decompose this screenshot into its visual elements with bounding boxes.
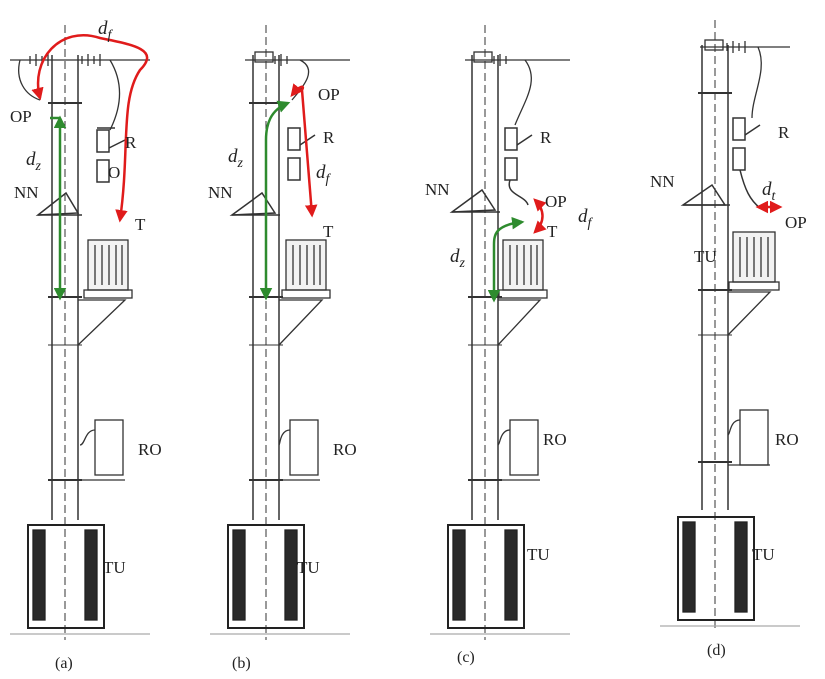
- ro-label: RO: [333, 440, 357, 459]
- ground-path-c: [487, 216, 525, 303]
- fault-path-a: [31, 34, 149, 223]
- disconnector: [732, 117, 761, 209]
- o-label: O: [108, 163, 120, 182]
- r-label: R: [778, 123, 790, 142]
- caption-d: (d): [707, 642, 726, 659]
- t-label: T: [135, 215, 146, 234]
- op-label: OP: [785, 213, 807, 232]
- ground-path-b: [259, 100, 291, 301]
- pole: [698, 20, 732, 630]
- transformer: [77, 239, 133, 346]
- lv-cabinet: [497, 419, 540, 481]
- fault-path-c: [533, 198, 547, 234]
- op-label: OP: [318, 85, 340, 104]
- df-label: df: [578, 206, 594, 231]
- nn-label: NN: [208, 183, 233, 202]
- panel-c: R NN OP df T dz RO TU (c): [425, 25, 594, 666]
- dt-label: dt: [762, 179, 777, 204]
- ro-label: RO: [138, 440, 162, 459]
- nn-label: NN: [425, 180, 450, 199]
- r-label: R: [125, 133, 137, 152]
- caption-a: (a): [55, 655, 73, 672]
- panel-b: OP R dz df NN T RO TU (b): [208, 25, 357, 672]
- lv-bracket: [229, 191, 280, 216]
- df-label: df: [98, 18, 114, 43]
- lv-bracket: [680, 183, 730, 206]
- ro-label: RO: [543, 430, 567, 449]
- lv-cabinet: [727, 409, 770, 466]
- lv-bracket: [449, 188, 500, 213]
- transformer: [727, 231, 780, 336]
- disconnector: [287, 127, 316, 181]
- tu-top-label: TU: [694, 247, 717, 266]
- ro-label: RO: [775, 430, 799, 449]
- df-label: df: [316, 162, 332, 187]
- t-label: T: [547, 222, 558, 241]
- foundation: [10, 524, 150, 635]
- foundation: [210, 524, 350, 635]
- transformer: [497, 239, 548, 346]
- r-label: R: [323, 128, 335, 147]
- nn-label: NN: [650, 172, 675, 191]
- dz-label: dz: [26, 149, 42, 174]
- dz-label: dz: [228, 146, 244, 171]
- t-label: T: [323, 222, 334, 241]
- tu-label: TU: [297, 558, 320, 577]
- line-insulators: [465, 51, 570, 126]
- tu-label: TU: [752, 545, 775, 564]
- pole: [249, 25, 283, 640]
- tu-label: TU: [527, 545, 550, 564]
- nn-label: NN: [14, 183, 39, 202]
- fault-path-b: [290, 83, 318, 218]
- disconnector: [504, 127, 533, 206]
- lv-cabinet: [79, 419, 125, 481]
- foundation: [660, 516, 800, 627]
- caption-b: (b): [232, 655, 251, 672]
- line-insulators: [700, 39, 790, 119]
- dz-label: dz: [450, 246, 466, 271]
- pole: [468, 25, 502, 640]
- op-label: OP: [10, 107, 32, 126]
- ground-path-a: [50, 115, 67, 301]
- transformer: [278, 239, 331, 346]
- r-label: R: [540, 128, 552, 147]
- panel-d: R NN dt OP TU RO TU (d): [650, 20, 807, 659]
- panel-a: df OP dz R O NN T RO TU (a): [10, 18, 162, 672]
- tu-label: TU: [103, 558, 126, 577]
- lv-cabinet: [278, 419, 320, 481]
- foundation: [430, 524, 570, 635]
- caption-c: (c): [457, 649, 475, 666]
- op-label: OP: [545, 192, 567, 211]
